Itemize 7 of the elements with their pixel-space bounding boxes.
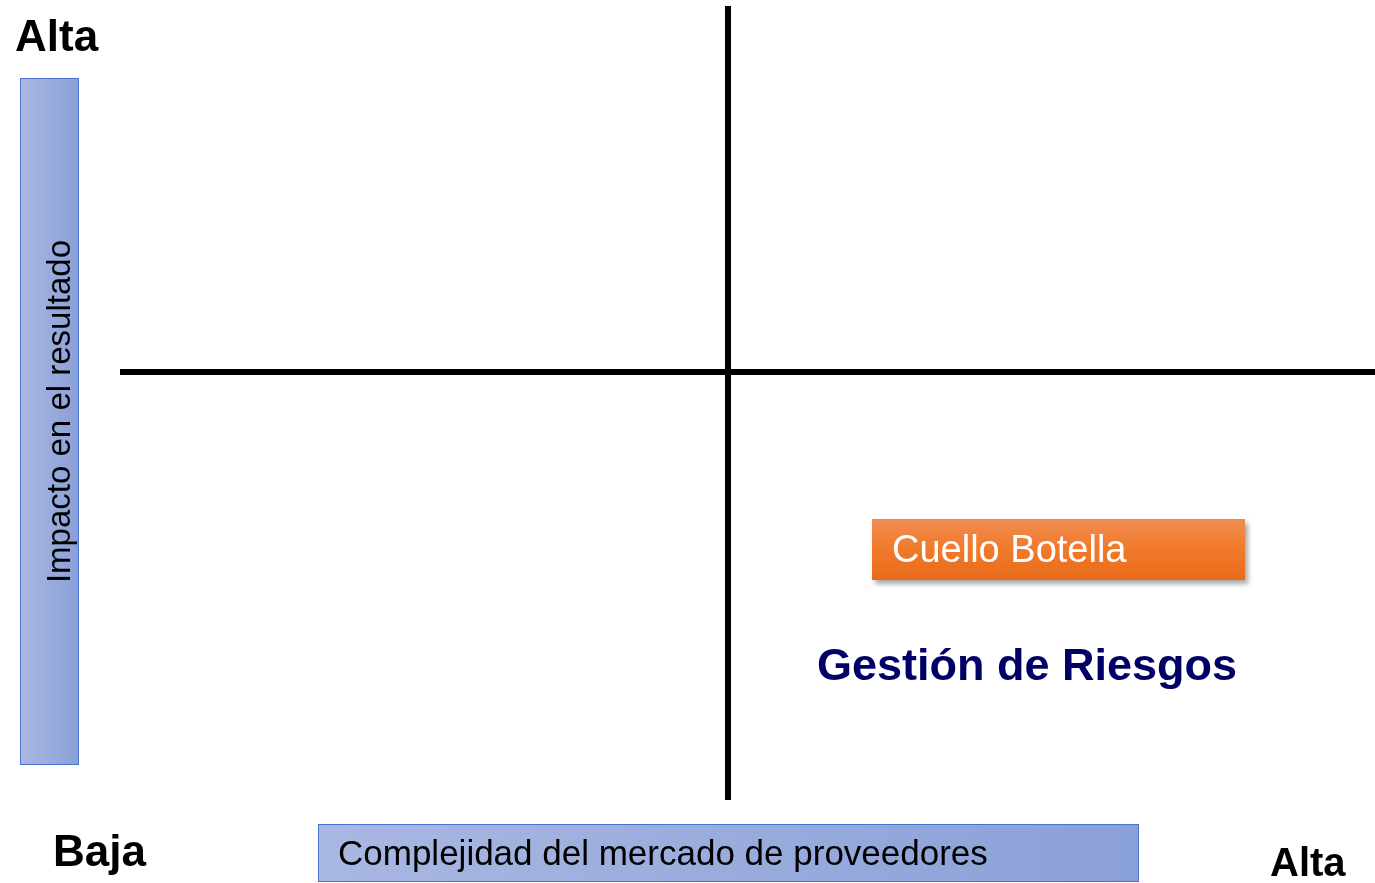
axis-end-label: Alta: [15, 12, 99, 61]
horizontal-axis-title-bar: Complejidad del mercado de proveedores: [318, 824, 1139, 882]
quadrant-label: Gestión de Riesgos: [817, 640, 1238, 690]
vertical-axis-title-bar: Impacto en el resultado: [20, 78, 79, 765]
axis-end-label: Alta: [1270, 840, 1346, 883]
axis-end-label: Baja: [53, 827, 146, 876]
quadrant-category-box: Cuello Botella: [872, 519, 1245, 580]
